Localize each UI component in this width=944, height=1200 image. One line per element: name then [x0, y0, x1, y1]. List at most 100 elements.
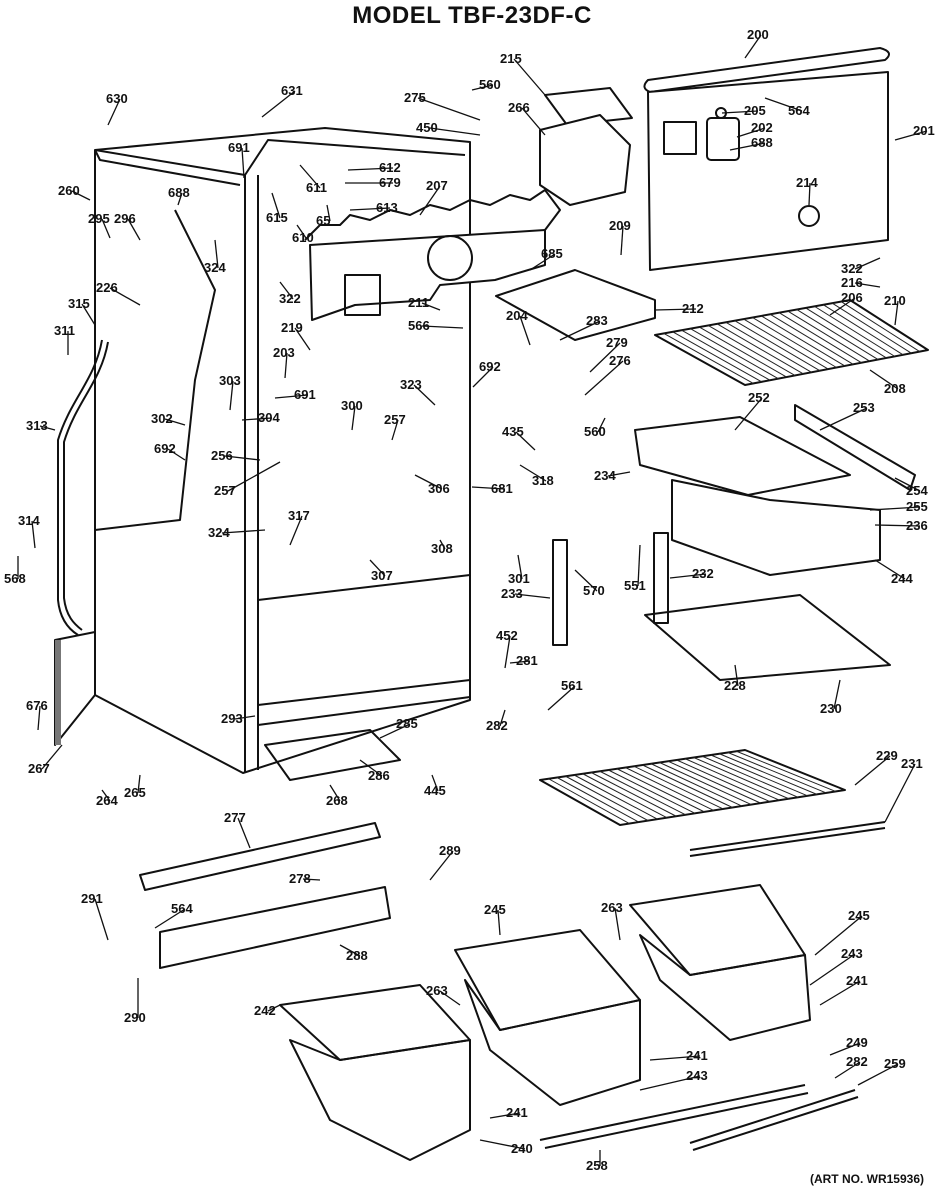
- shelf-wire: [616, 768, 705, 813]
- part-callout-282: 282: [486, 718, 508, 733]
- part-callout-612: 612: [379, 160, 401, 175]
- part-callout-278: 278: [289, 871, 311, 886]
- shelf-wire: [805, 307, 887, 359]
- part-callout-679: 679: [379, 175, 401, 190]
- leader-line-303: [229, 380, 234, 411]
- leader-line-205: [721, 110, 759, 114]
- leader-line-300: [351, 405, 356, 431]
- leader-line-564b: [154, 908, 186, 929]
- part-callout-691: 691: [228, 140, 250, 155]
- part-callout-282: 282: [846, 1054, 868, 1069]
- glass-shelf-228: [644, 594, 891, 681]
- part-callout-568: 568: [4, 571, 26, 586]
- shelf-wire: [633, 765, 724, 810]
- leader-line-203: [284, 352, 288, 379]
- shelf-wire: [556, 777, 639, 823]
- part-callout-206: 206: [841, 290, 863, 305]
- part-callout-560: 560: [584, 424, 606, 439]
- leader-line-289: [429, 850, 454, 881]
- tube-313: [57, 339, 103, 636]
- evaporator-assembly: [304, 189, 561, 321]
- part-callout-257: 257: [214, 483, 236, 498]
- part-callout-232: 232: [692, 566, 714, 581]
- part-callout-256: 256: [211, 448, 233, 463]
- part-callout-258: 258: [586, 1158, 608, 1173]
- leader-line-306: [414, 474, 443, 490]
- leader-line-234: [607, 471, 631, 477]
- leader-line-296: [127, 218, 141, 241]
- leader-line-236: [874, 524, 921, 527]
- part-callout-570: 570: [583, 583, 605, 598]
- part-callout-302: 302: [151, 411, 173, 426]
- leader-line-564a: [764, 97, 803, 112]
- part-callout-291: 291: [81, 891, 103, 906]
- leader-line-200: [744, 34, 762, 59]
- leader-line-256: [224, 455, 261, 461]
- part-callout-691: 691: [294, 387, 316, 402]
- part-callout-216: 216: [841, 275, 863, 290]
- leader-line-278: [302, 878, 321, 881]
- shelf-wire: [752, 317, 837, 368]
- part-callout-322: 322: [841, 261, 863, 276]
- part-callout-613: 613: [376, 200, 398, 215]
- leader-line-211: [421, 302, 441, 311]
- leader-line-279: [589, 342, 621, 373]
- part-callout-314: 314: [18, 513, 40, 528]
- leader-line-615: [271, 192, 281, 219]
- leader-line-631: [261, 90, 296, 118]
- part-callout-243: 243: [686, 1068, 708, 1083]
- part-callout-277: 277: [224, 810, 246, 825]
- shelf-wire: [710, 754, 808, 797]
- part-callout-200: 200: [747, 27, 769, 42]
- shelf-wire: [591, 772, 677, 817]
- leader-line-204: [519, 315, 531, 346]
- part-callout-207: 207: [426, 178, 448, 193]
- leader-line-288: [339, 944, 361, 957]
- leader-line-206: [829, 297, 856, 316]
- shelf-wire: [725, 321, 812, 373]
- part-callout-203: 203: [273, 345, 295, 360]
- leader-line-245b: [814, 915, 863, 956]
- bottom-rails: [139, 729, 401, 969]
- shelf-wire: [719, 753, 818, 795]
- part-callout-289: 289: [439, 843, 461, 858]
- part-callout-263: 263: [426, 983, 448, 998]
- leader-line-307: [369, 559, 386, 577]
- leader-line-267: [41, 744, 63, 770]
- part-callout-228: 228: [724, 678, 746, 693]
- shelf-wire: [787, 310, 871, 362]
- leader-line-263a: [439, 990, 461, 1006]
- part-callout-445: 445: [424, 783, 446, 798]
- meat-pan-assembly: [634, 404, 916, 576]
- leader-line-322a: [279, 281, 294, 300]
- leader-line-314: [31, 520, 36, 549]
- leader-line-210: [894, 300, 899, 326]
- leader-line-243a: [809, 953, 856, 986]
- part-callout-300: 300: [341, 398, 363, 413]
- shelf-wire: [667, 760, 761, 804]
- part-callout-257: 257: [384, 412, 406, 427]
- part-callout-295: 295: [88, 211, 110, 226]
- leader-line-691a: [241, 147, 245, 179]
- part-callout-259: 259: [884, 1056, 906, 1071]
- part-callout-214: 214: [796, 175, 818, 190]
- leader-line-266: [521, 107, 546, 136]
- part-callout-283: 283: [586, 313, 608, 328]
- part-callout-301: 301: [508, 571, 530, 586]
- part-callout-676: 676: [26, 698, 48, 713]
- part-callout-241: 241: [846, 973, 868, 988]
- leader-line-610: [296, 224, 307, 239]
- leader-line-613: [349, 207, 391, 211]
- leader-line-435: [515, 431, 536, 451]
- leader-line-295: [101, 218, 111, 239]
- part-callout-296: 296: [114, 211, 136, 226]
- part-callout-685: 685: [541, 246, 563, 261]
- shelf-wire: [573, 774, 658, 820]
- leader-line-281: [509, 660, 531, 664]
- part-callout-324: 324: [208, 525, 230, 540]
- shelf-wire: [663, 332, 754, 384]
- freezer-wire-shelf: [654, 299, 929, 386]
- shelf-wire: [778, 312, 862, 364]
- part-callout-324: 324: [204, 260, 226, 275]
